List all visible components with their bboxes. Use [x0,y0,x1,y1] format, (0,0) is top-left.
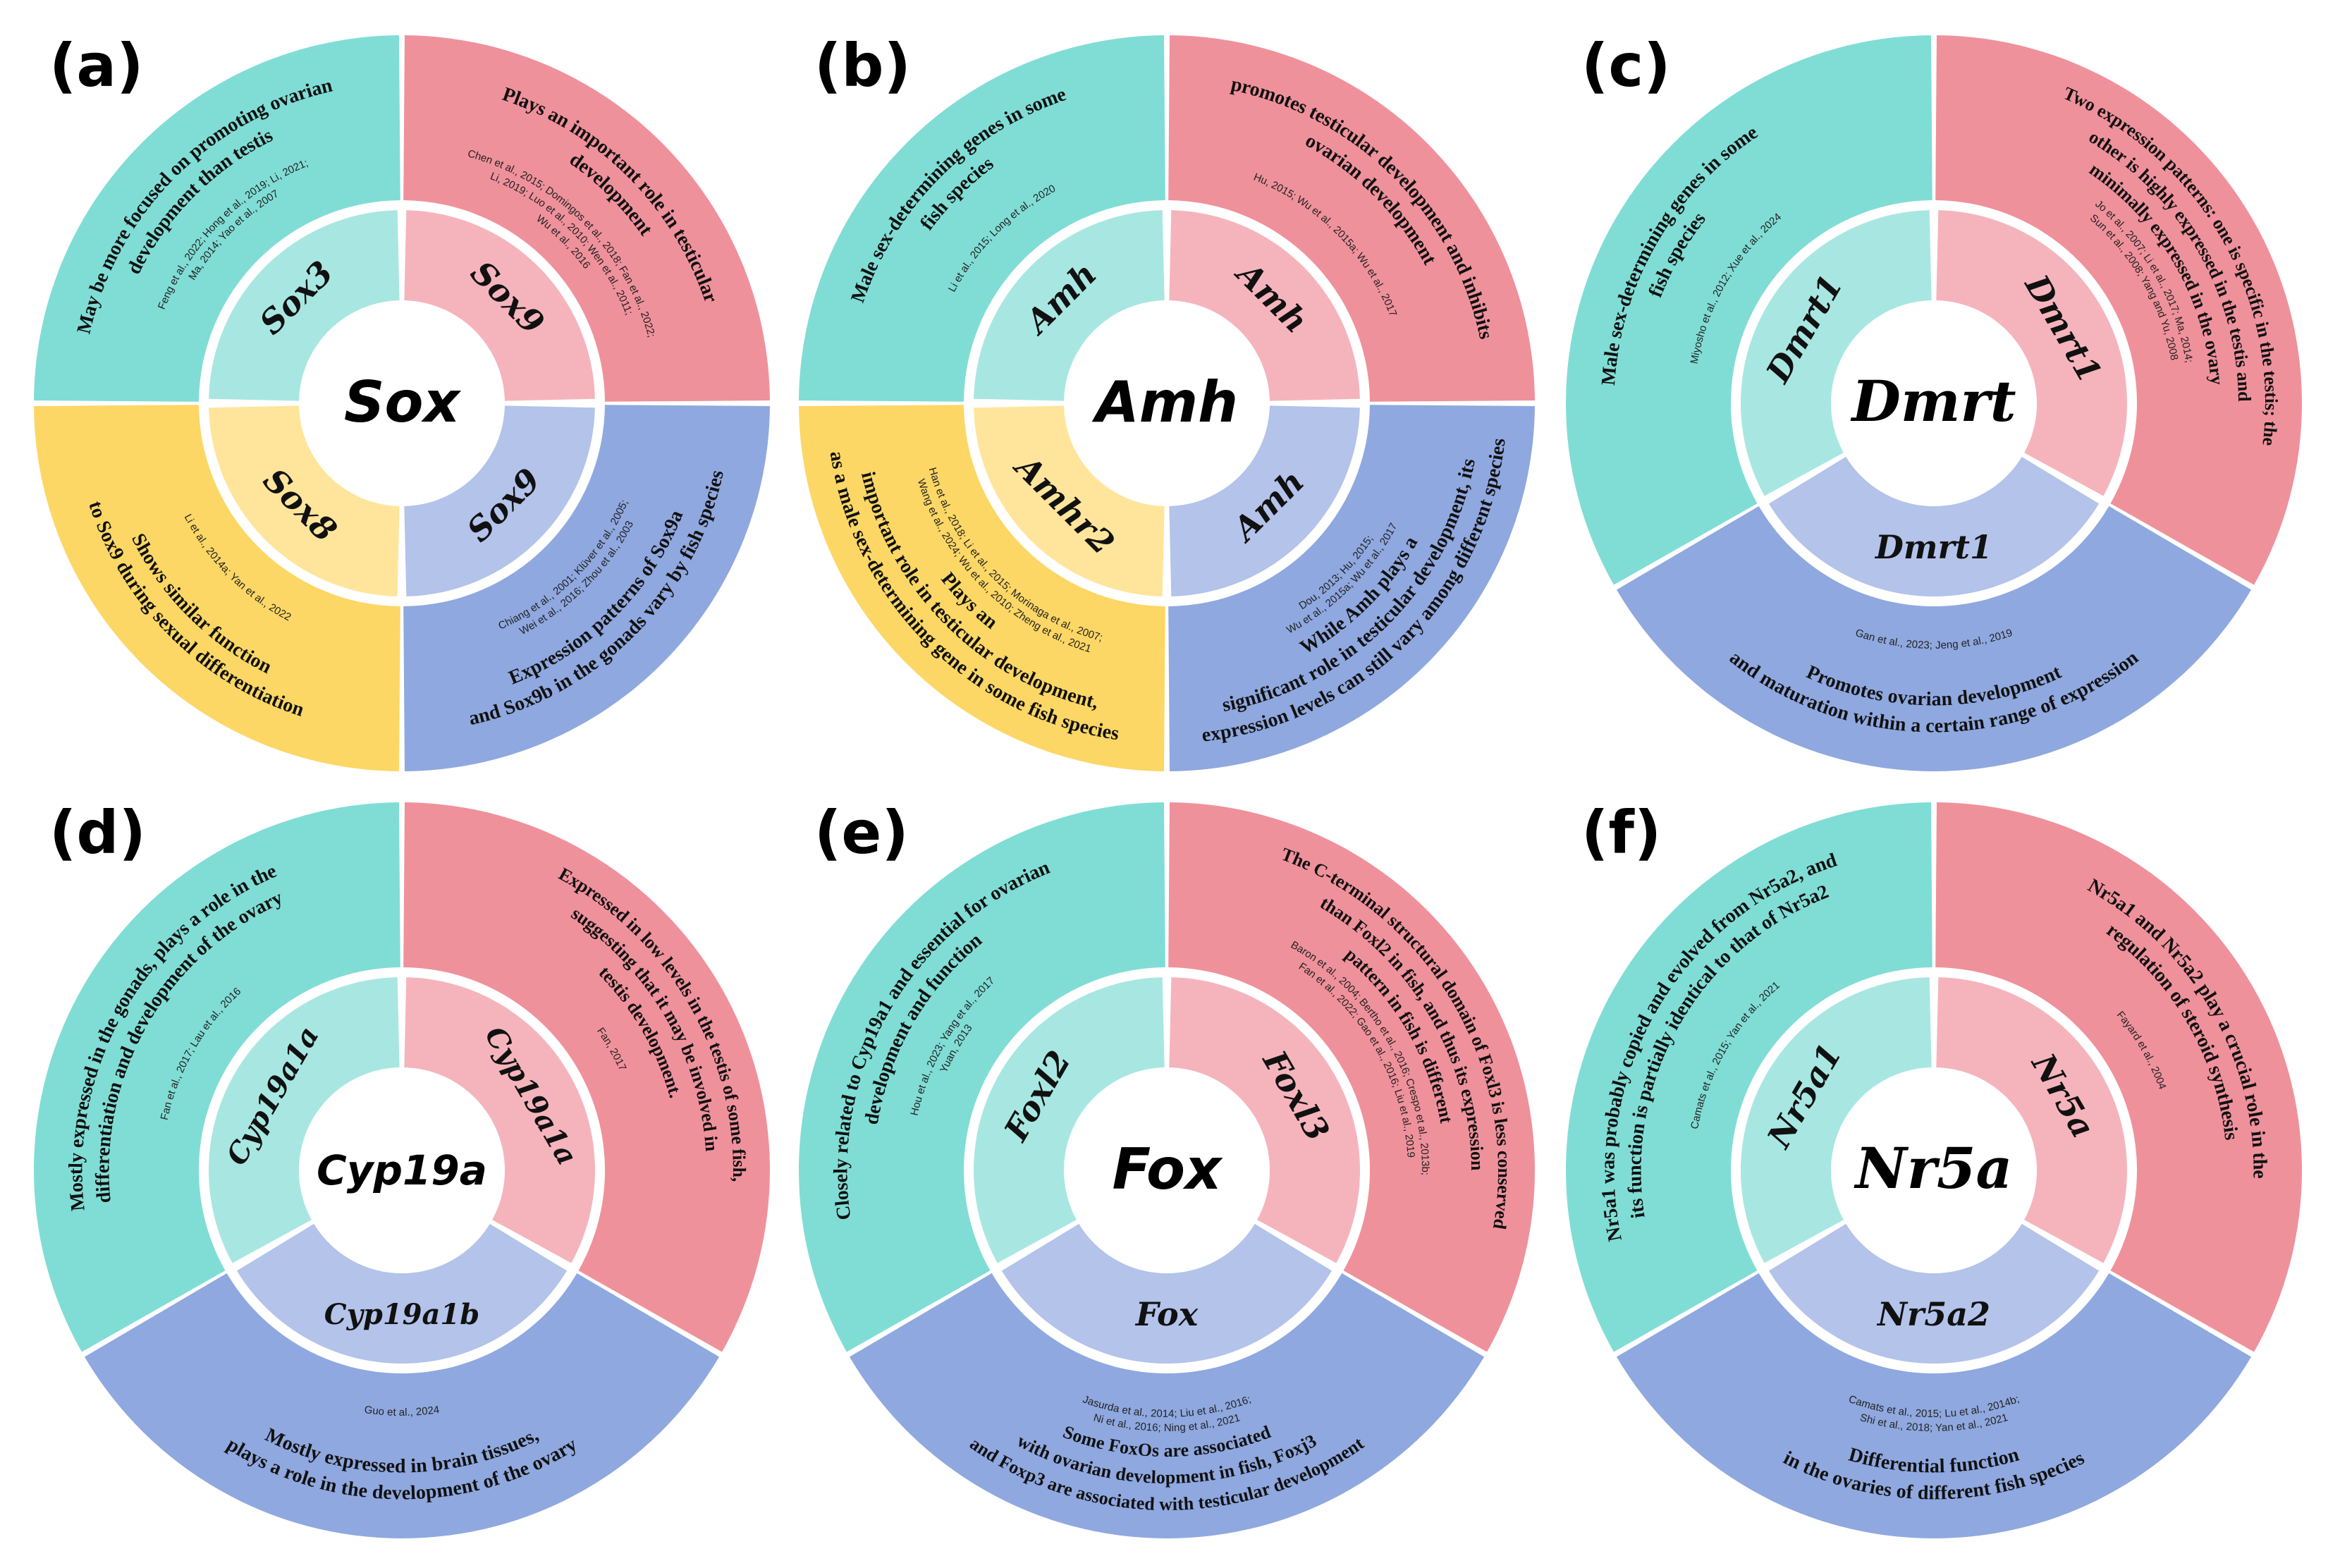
outer-sector-d1 [33,802,400,1352]
inner-sector-b4 [974,405,1165,596]
gene-label: Nr5a2 [1876,1295,1990,1333]
center-label: Dmrt [1850,368,2016,434]
center-label: Sox [344,369,462,435]
panel-label: (b) [814,31,911,100]
outer-sector-a1 [34,35,400,402]
center-disc [1838,1074,2030,1266]
center-disc [1838,307,2030,499]
inner-sector-a1 [209,210,400,401]
panel-e: Closely related to Cyp19a1 and essential… [798,798,1535,1538]
outer-sector-b2 [1168,35,1535,402]
inner-sector-d1 [209,977,400,1263]
inner-sector-b1 [974,210,1165,401]
panel-a: May be more focused on promoting ovarian… [34,31,770,771]
gene-label: Cyp19a1b [324,1298,479,1331]
outer-sector-f3 [1616,1273,2252,1538]
panel-label: (d) [49,798,146,867]
center-label: Fox [1113,1137,1223,1202]
inner-sector-e3 [1001,1223,1333,1364]
outer-sector-c2 [1935,35,2303,585]
inner-sector-a4 [209,405,400,596]
panel-label: (a) [49,31,143,100]
inner-sector-d3 [236,1223,568,1364]
gene-label: Fox [1134,1295,1199,1333]
center-disc [306,1074,498,1266]
outer-sector-d3 [84,1273,720,1538]
outer-sector-a4 [34,405,400,771]
inner-sector-f2 [1936,977,2128,1263]
panel-label: (e) [814,798,909,867]
inner-sector-b3 [1169,405,1360,596]
outer-sector-e1 [798,802,1165,1352]
outer-sector-e2 [1168,802,1535,1352]
outer-sector-b3 [1168,405,1535,771]
inner-sector-e1 [974,977,1165,1263]
center-disc [1071,1074,1263,1266]
center-disc [1071,307,1263,499]
inner-sector-e2 [1169,977,1360,1263]
outer-sector-a2 [403,35,770,402]
outer-sector-a3 [403,405,770,771]
center-disc [306,307,498,499]
inner-sector-c1 [1741,210,1932,496]
inner-sector-c2 [1936,210,2128,496]
inner-sector-b2 [1169,210,1360,401]
center-label: Amh [1091,369,1238,435]
outer-sector-f1 [1566,802,1932,1352]
inner-sector-d2 [404,977,595,1263]
panel-label: (f) [1581,798,1661,867]
panel-f: Nr5a1 was probably copied and evolved fr… [1566,798,2303,1538]
sector-references: Guo et al., 2024 [364,1404,441,1419]
panel-d: Mostly expressed in the gonads, plays a … [33,798,770,1538]
panel-label: (c) [1581,31,1671,100]
outer-sector-e3 [849,1273,1485,1538]
center-label: Cyp19a [317,1146,487,1194]
outer-sector-c1 [1566,35,1932,585]
inner-sector-a2 [404,210,595,401]
outer-sector-b4 [799,405,1165,771]
center-label: Nr5a [1854,1135,2013,1201]
inner-sector-a3 [404,405,595,596]
outer-sector-f2 [1935,802,2303,1352]
gene-label: Dmrt1 [1874,528,1992,566]
outer-sector-b1 [799,35,1165,402]
outer-sector-d2 [403,802,770,1352]
inner-sector-f1 [1741,977,1932,1263]
sector-references-line: Guo et al., 2024 [364,1404,441,1419]
inner-sector-f3 [1768,1223,2100,1364]
inner-sector-c3 [1768,456,2100,596]
outer-sector-c3 [1616,506,2252,771]
